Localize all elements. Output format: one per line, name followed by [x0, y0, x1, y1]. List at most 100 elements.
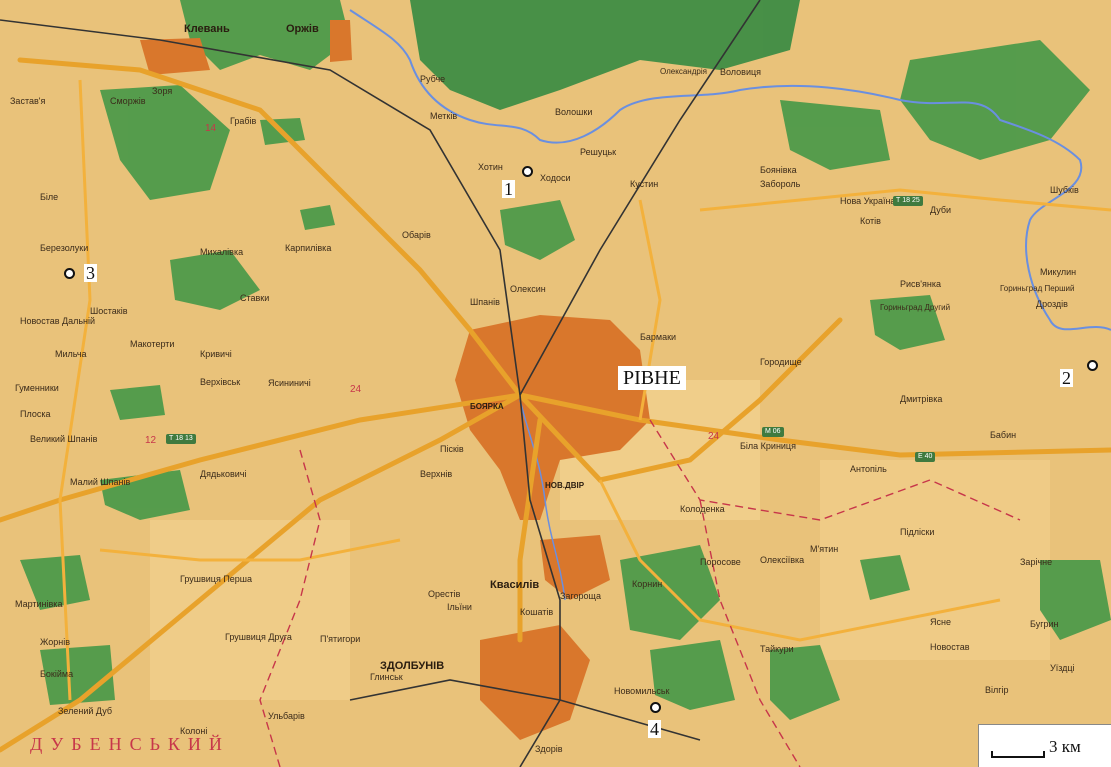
village-label: Бабин: [990, 430, 1017, 440]
village-label: Ставки: [240, 293, 270, 303]
village-label: Глинськ: [370, 672, 403, 682]
village-label: Біла Криниця: [740, 441, 796, 451]
village-label: Великий Шпанів: [30, 434, 98, 444]
point-label-4: 4: [648, 719, 661, 739]
district-label-boyarka: БОЯРКА: [470, 402, 504, 411]
village-label: Грушвиця Перша: [180, 574, 253, 584]
village-label: Дмитрівка: [900, 394, 943, 404]
village-label: Боянівка: [760, 165, 797, 175]
village-label: Карпилівка: [285, 243, 332, 253]
village-label: Ільїни: [447, 602, 472, 612]
village-label: Пісків: [440, 444, 464, 454]
village-label: Гуменники: [15, 383, 59, 393]
town-label-zdolbuniv: ЗДОЛБУНІВ: [380, 660, 445, 672]
village-label: Ходоси: [540, 173, 571, 183]
route-number-label: 12: [145, 435, 157, 446]
village-label: Підліски: [900, 527, 935, 537]
village-label: Обарів: [402, 230, 431, 240]
village-label: М'ятин: [810, 544, 839, 554]
village-label: П'ятигори: [320, 634, 361, 644]
village-label: Ульбарів: [268, 711, 305, 721]
point-marker-2[interactable]: [1087, 360, 1098, 371]
scale-box: 3 км: [978, 724, 1111, 767]
route-number-label: 24: [708, 431, 720, 442]
field-area: [150, 520, 350, 700]
village-label: Решуцьк: [580, 147, 617, 157]
village-label: Колоденка: [680, 504, 725, 514]
village-label: Бармаки: [640, 332, 677, 342]
village-label: Рисв'янка: [900, 279, 942, 289]
village-label: Нова Україна: [840, 196, 896, 206]
village-label: Плоска: [20, 409, 51, 419]
village-label: Зарічне: [1020, 557, 1053, 567]
village-label: Мильча: [55, 349, 87, 359]
road-shield: Т 18 25: [893, 196, 923, 206]
village-label: Воловиця: [720, 67, 762, 77]
village-label: Бугрин: [1030, 619, 1059, 629]
point-label-3: 3: [84, 263, 97, 283]
town-label-orzhiv: Оржів: [286, 23, 319, 35]
village-label: Гориньград Перший: [1000, 284, 1075, 293]
road-shield: Т 18 13: [166, 434, 196, 444]
village-label: Шубків: [1050, 185, 1079, 195]
village-label: Микулин: [1040, 267, 1077, 277]
village-label: Здорів: [535, 744, 563, 754]
village-label: Корнин: [632, 579, 663, 589]
village-label: Шостаків: [90, 306, 128, 316]
point-marker-4[interactable]: [650, 702, 661, 713]
route-number-label: 24: [350, 384, 362, 395]
route-number-label: 14: [205, 123, 217, 134]
village-label: Загороща: [560, 591, 601, 601]
forest-areas: [20, 0, 1111, 720]
village-label: Кошатів: [520, 607, 554, 617]
village-label: Грушвиця Друга: [225, 632, 292, 642]
village-label: Олександрія: [660, 67, 707, 76]
village-label: Колоні: [180, 726, 208, 736]
urban-areas: [140, 20, 650, 740]
point-label-1: 1: [502, 179, 515, 199]
village-label: Дуби: [930, 205, 952, 215]
village-label: Ясининичі: [268, 378, 311, 388]
village-label: Вілгір: [985, 685, 1009, 695]
city-label-rivne: РІВНЕ: [618, 366, 686, 390]
village-label: Верхнів: [420, 469, 453, 479]
point-marker-1[interactable]: [522, 166, 533, 177]
point-marker-3[interactable]: [64, 268, 75, 279]
village-label: Кривичі: [200, 349, 232, 359]
village-label: Новостав: [930, 642, 970, 652]
village-label: Бокійма: [40, 669, 74, 679]
town-label-kvasyliv: Квасилів: [490, 579, 540, 591]
village-label: Городище: [760, 357, 802, 367]
railways: [0, 0, 761, 767]
village-label: Біле: [40, 192, 59, 202]
scale-bar: [991, 751, 1045, 758]
village-label: Хотин: [478, 162, 503, 172]
village-label: Гориньград Другий: [880, 303, 951, 312]
village-label: Метків: [430, 111, 458, 121]
village-label: Верхівськ: [200, 377, 241, 387]
road-shield: Е 40: [915, 452, 936, 462]
village-label: Уїздці: [1050, 663, 1075, 673]
village-label: Тайкури: [760, 644, 794, 654]
village-label: Кустин: [630, 179, 659, 189]
village-label: Котів: [860, 216, 881, 226]
village-label: Олексіївка: [760, 555, 805, 565]
village-label: Застав'я: [10, 96, 46, 106]
village-label: Новостав Дальній: [20, 316, 96, 326]
village-label: Рубче: [420, 74, 446, 84]
village-label: Михалівка: [200, 247, 244, 257]
village-label: Зелений Дуб: [58, 706, 112, 716]
village-label: Орестів: [428, 589, 461, 599]
village-label: Ясне: [930, 617, 951, 627]
village-label: Дядьковичі: [200, 469, 247, 479]
road-shield: М 06: [762, 427, 784, 437]
village-label: Макотерти: [130, 339, 175, 349]
village-label: Поросове: [700, 557, 741, 567]
main-roads: [0, 57, 1111, 753]
town-label-klevan: Клевань: [184, 23, 230, 35]
village-label: Дроздів: [1036, 299, 1068, 309]
village-label: Грабів: [230, 116, 257, 126]
district-label: ДУБЕНСЬКИЙ: [30, 734, 230, 754]
village-label: Антопіль: [850, 464, 887, 474]
